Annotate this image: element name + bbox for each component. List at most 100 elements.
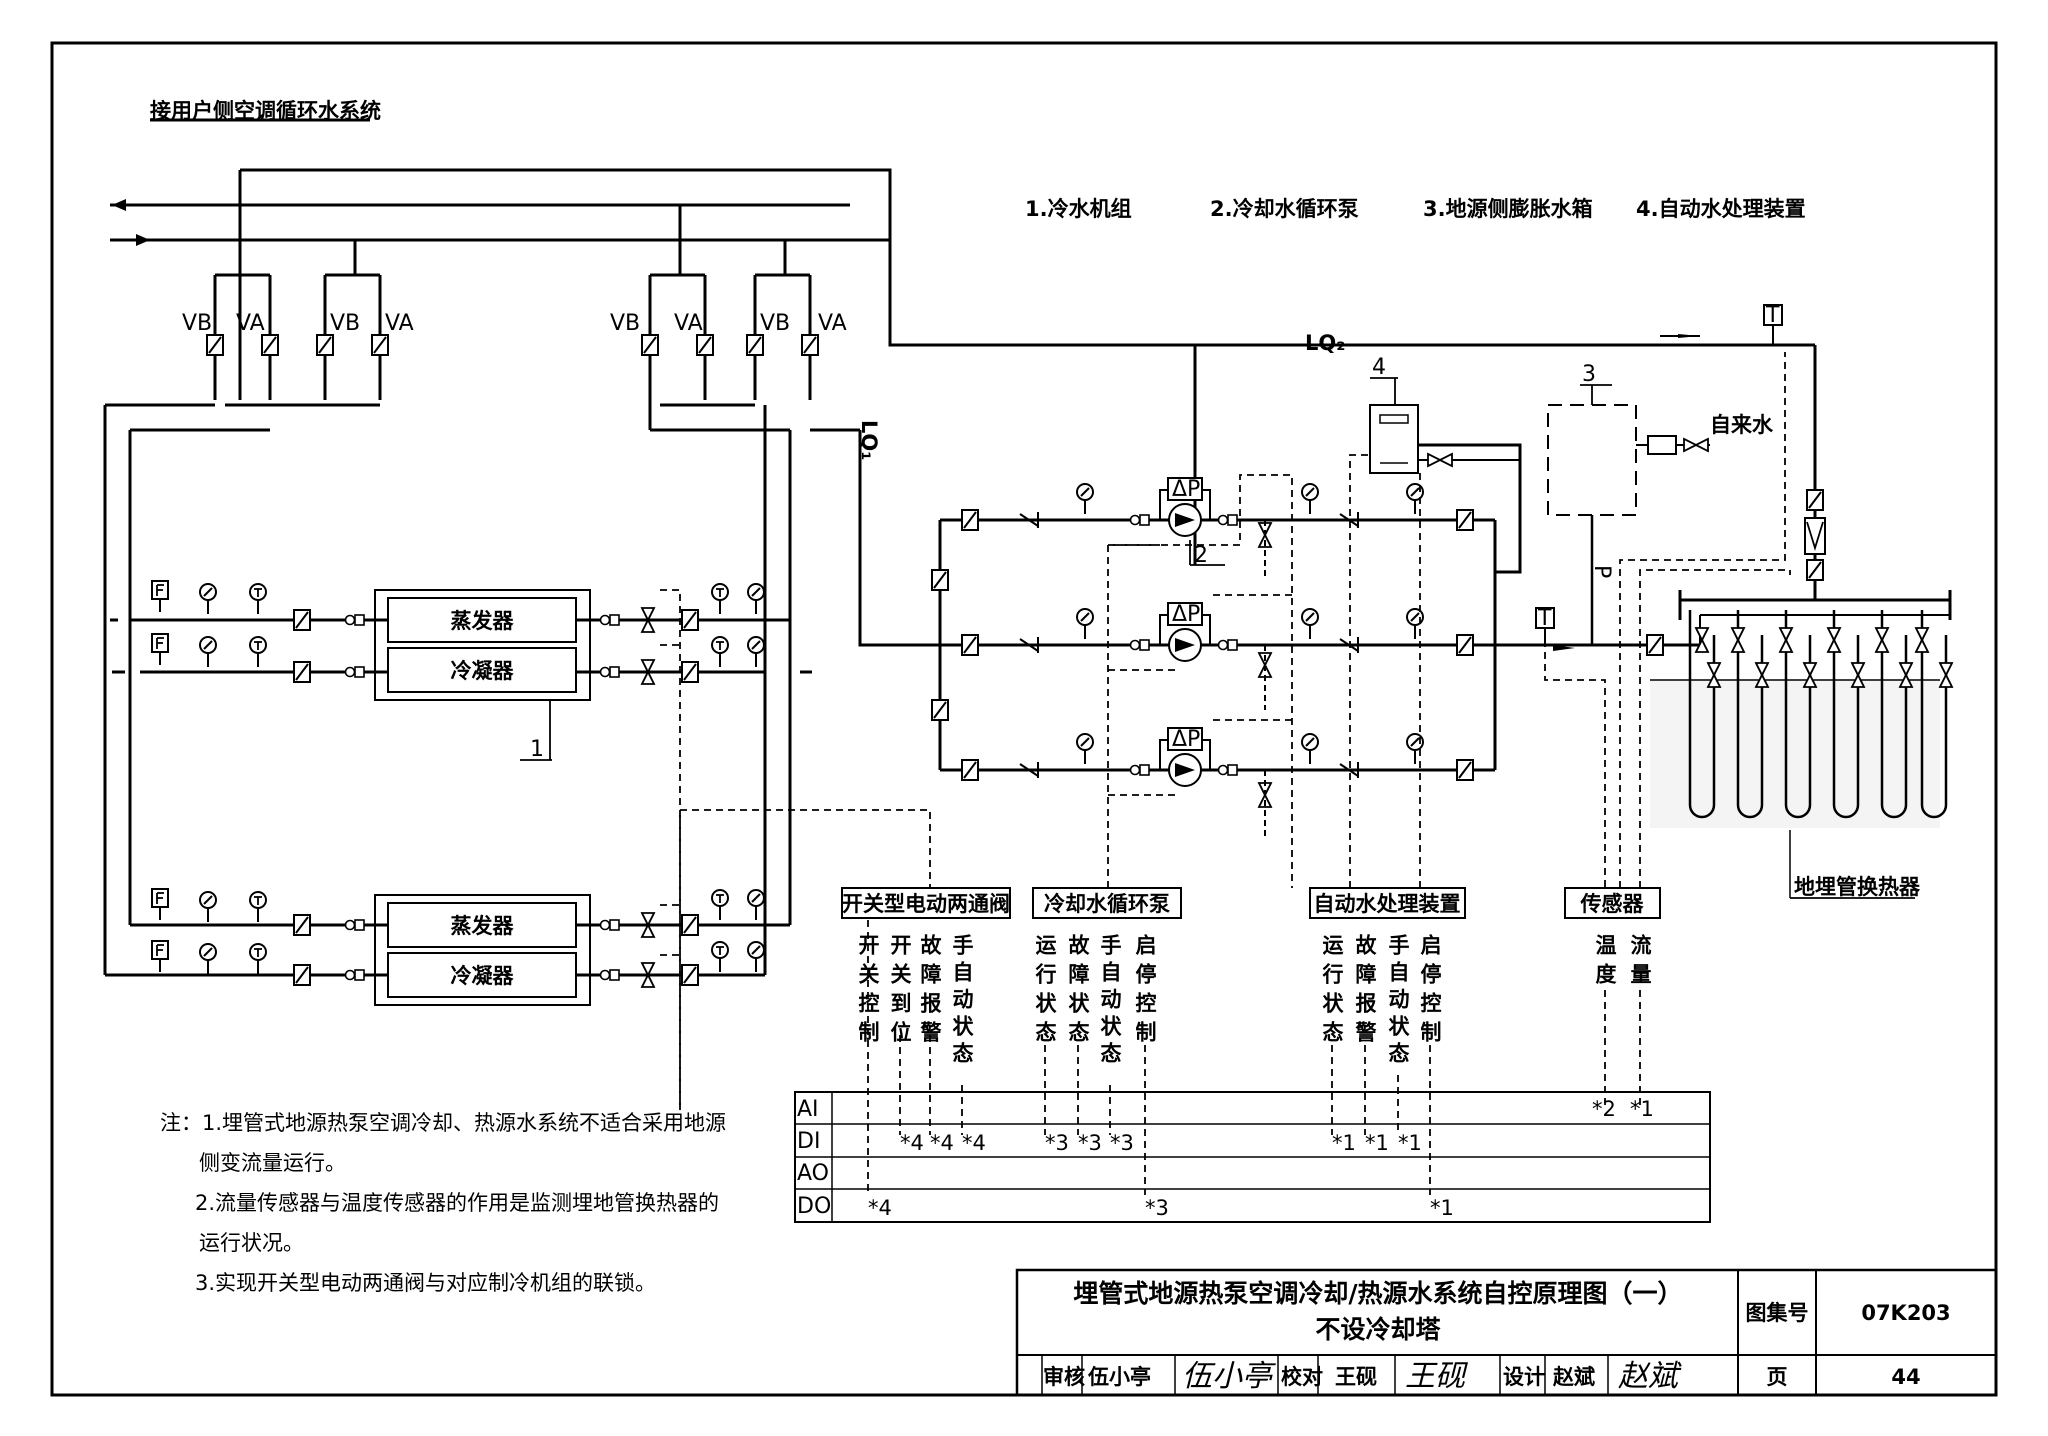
svg-text:4: 4 — [1372, 355, 1386, 380]
svg-text:故障状态: 故障状态 — [1066, 933, 1090, 1050]
svg-text:王砚: 王砚 — [1335, 1365, 1377, 1389]
lq2-label: LQ₂ — [1305, 331, 1345, 355]
lq1-label: LQ₁ — [857, 420, 881, 460]
user-loop-label: 接用户侧空调循环水系统 — [150, 99, 381, 123]
svg-text:运行状态: 运行状态 — [1033, 934, 1058, 1050]
svg-text:P: P — [1589, 565, 1614, 578]
svg-text:*2: *2 — [1592, 1097, 1616, 1121]
control-group-sensors: 传感器 温度 流量 — [1564, 887, 1661, 992]
svg-text:3.地源侧膨胀水箱: 3.地源侧膨胀水箱 — [1423, 197, 1593, 221]
evaporator-label: 蒸发器 — [451, 609, 515, 633]
svg-text:VB: VB — [610, 311, 640, 336]
svg-text:*1: *1 — [1332, 1131, 1356, 1155]
tap-water-label: 自来水 — [1710, 413, 1774, 437]
notes: 注：1.埋管式地源热泵空调冷却、热源水系统不适合采用地源 侧变流量运行。 2.流… — [160, 1111, 726, 1295]
condenser-label: 冷凝器 — [451, 659, 515, 683]
title-block: 埋管式地源热泵空调冷却/热源水系统自控原理图（一） 不设冷却塔 图集号 07K2… — [1015, 1268, 1998, 1397]
header-sensors: T T — [1535, 303, 1826, 656]
svg-text:2.流量传感器与温度传感器的作用是监测埋地管换热器的: 2.流量传感器与温度传感器的作用是监测埋地管换热器的 — [195, 1191, 719, 1215]
svg-text:*3: *3 — [1045, 1131, 1069, 1155]
svg-text:*1: *1 — [1430, 1196, 1454, 1220]
atlas-number: 07K203 — [1861, 1301, 1950, 1325]
svg-text:设计: 设计 — [1503, 1365, 1545, 1389]
svg-text:VA: VA — [674, 311, 703, 336]
evaporator-label: 蒸发器 — [451, 914, 515, 938]
svg-text:开关型电动两通阀: 开关型电动两通阀 — [842, 892, 1010, 916]
svg-text:赵斌: 赵斌 — [1552, 1365, 1595, 1389]
svg-text:ΔP: ΔP — [1172, 477, 1200, 502]
control-signal-lines — [660, 352, 1791, 1195]
condenser-water-pipes — [858, 170, 1817, 772]
expansion-tank: 3 P 自来水 — [1547, 362, 1774, 645]
checker-signature: 王砚 — [1405, 1359, 1469, 1394]
svg-text:审核: 审核 — [1043, 1365, 1085, 1389]
svg-text:*1: *1 — [1630, 1097, 1654, 1121]
page-number: 44 — [1891, 1365, 1920, 1389]
svg-text:VB: VB — [330, 311, 360, 336]
svg-text:ΔP: ΔP — [1172, 602, 1200, 627]
svg-text:4.自动水处理装置: 4.自动水处理装置 — [1636, 197, 1806, 221]
svg-text:*1: *1 — [1365, 1131, 1389, 1155]
unit-1-callout: 1 — [520, 700, 552, 762]
ground-heat-exchanger: 地埋管换热器 — [1650, 590, 1953, 899]
svg-text:校对: 校对 — [1281, 1365, 1323, 1389]
svg-text:ΔP: ΔP — [1172, 727, 1200, 752]
svg-text:*4: *4 — [930, 1131, 954, 1155]
ground-hx-label: 地埋管换热器 — [1794, 875, 1921, 899]
control-group-valve: 开关型电动两通阀 开关控制 开关到位 故障报警 手自动状态 — [841, 887, 1011, 1069]
svg-text:手自动状态: 手自动状态 — [950, 934, 974, 1069]
svg-text:手自动状态: 手自动状态 — [1098, 934, 1122, 1069]
water-treatment-unit: 4 — [1369, 355, 1520, 474]
svg-text:DO: DO — [797, 1194, 831, 1219]
control-group-pump: 冷却水循环泵 运行状态 故障状态 手自动状态 启停控制 — [1032, 887, 1182, 1069]
svg-text:侧变流量运行。: 侧变流量运行。 — [199, 1151, 346, 1175]
svg-text:VB: VB — [182, 311, 212, 336]
svg-text:流量: 流量 — [1628, 933, 1652, 992]
svg-text:温度: 温度 — [1593, 934, 1617, 992]
svg-text:VA: VA — [236, 311, 265, 336]
svg-text:开关到位: 开关到位 — [888, 934, 912, 1050]
svg-text:开关控制: 开关控制 — [856, 934, 880, 1050]
svg-text:VB: VB — [760, 311, 790, 336]
svg-text:2.冷却水循环泵: 2.冷却水循环泵 — [1210, 197, 1359, 221]
drawing-title: 埋管式地源热泵空调冷却/热源水系统自控原理图（一） — [1073, 1279, 1682, 1308]
svg-text:运行状况。: 运行状况。 — [199, 1231, 304, 1255]
svg-text:启停控制: 启停控制 — [1418, 933, 1442, 1050]
svg-text:冷却水循环泵: 冷却水循环泵 — [1044, 892, 1170, 916]
svg-text:手自动状态: 手自动状态 — [1386, 934, 1410, 1069]
svg-text:DI: DI — [797, 1129, 820, 1154]
svg-text:伍小亭: 伍小亭 — [1088, 1365, 1151, 1389]
pump-rows: ΔP ΔP ΔP — [931, 477, 1474, 840]
svg-text:*3: *3 — [1110, 1131, 1134, 1155]
svg-text:1: 1 — [530, 737, 544, 762]
svg-text:AO: AO — [797, 1161, 829, 1186]
condenser-label: 冷凝器 — [451, 964, 515, 988]
svg-text:2: 2 — [1194, 543, 1208, 568]
svg-text:T: T — [1537, 606, 1552, 631]
designer-signature: 赵斌 — [1618, 1359, 1682, 1394]
svg-text:*4: *4 — [900, 1131, 924, 1155]
svg-text:AI: AI — [797, 1097, 819, 1122]
svg-text:*3: *3 — [1145, 1196, 1169, 1220]
svg-text:页: 页 — [1767, 1365, 1788, 1389]
svg-text:*1: *1 — [1398, 1131, 1422, 1155]
svg-text:*4: *4 — [962, 1131, 986, 1155]
svg-text:运行状态: 运行状态 — [1320, 934, 1345, 1050]
control-group-water-treatment: 自动水处理装置 运行状态 故障报警 手自动状态 启停控制 — [1309, 887, 1466, 1069]
svg-text:3: 3 — [1582, 362, 1596, 387]
svg-text:3.实现开关型电动两通阀与对应制冷机组的联锁。: 3.实现开关型电动两通阀与对应制冷机组的联锁。 — [195, 1271, 656, 1295]
equipment-legend: 1.冷水机组 2.冷却水循环泵 3.地源侧膨胀水箱 4.自动水处理装置 — [1025, 197, 1806, 221]
svg-text:故障报警: 故障报警 — [1353, 933, 1378, 1050]
svg-text:1.冷水机组: 1.冷水机组 — [1025, 197, 1132, 221]
svg-text:VA: VA — [818, 311, 847, 336]
svg-text:注：1.埋管式地源热泵空调冷却、热源水系统不适合采用地源: 注：1.埋管式地源热泵空调冷却、热源水系统不适合采用地源 — [160, 1111, 726, 1135]
valve-labels: VB VA VB VA VB VA VB VA — [182, 311, 847, 336]
chiller-unit-2: 蒸发器 冷凝器 — [374, 894, 591, 1006]
svg-text:VA: VA — [385, 311, 414, 336]
svg-text:*3: *3 — [1078, 1131, 1102, 1155]
svg-text:图集号: 图集号 — [1746, 1301, 1809, 1325]
io-table: AI DI AO DO *2 *1 *4 *4 *4 *3 *3 *3 *1 *… — [794, 1091, 1711, 1223]
pump-callout: 2 — [1189, 540, 1225, 568]
svg-text:自动水处理装置: 自动水处理装置 — [1314, 892, 1461, 916]
